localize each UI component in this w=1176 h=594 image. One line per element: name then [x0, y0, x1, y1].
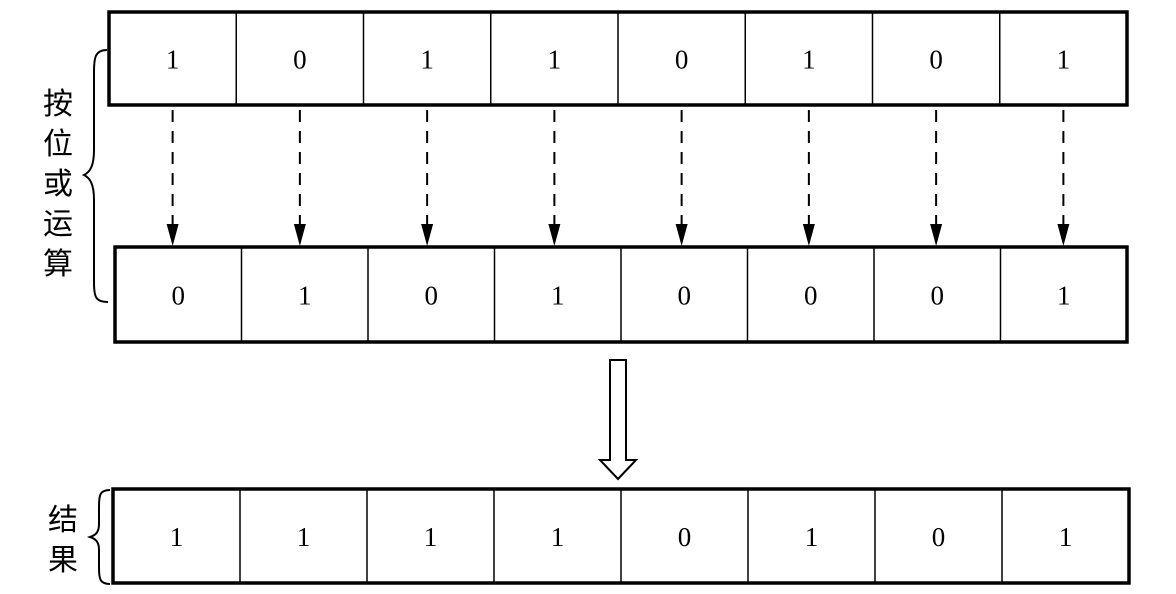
label-char: 按 [43, 87, 73, 122]
operation-brace-icon [81, 49, 109, 303]
bit-cell: 0 [293, 45, 307, 75]
bit-cell: 0 [678, 522, 692, 552]
bit-cell: 0 [678, 281, 692, 311]
bit-arrow-icon [802, 110, 815, 246]
bit-cell: 0 [929, 45, 943, 75]
bit-cell: 0 [675, 45, 689, 75]
result-down-arrow-icon [597, 359, 639, 481]
bit-cell: 1 [170, 522, 184, 552]
bit-cell: 0 [931, 281, 945, 311]
bit-arrow-icon [421, 110, 434, 246]
row-operand-a: 1 0 1 1 0 1 0 1 [107, 10, 1129, 107]
bit-arrow-icon [675, 110, 688, 246]
bit-cell: 1 [1059, 522, 1073, 552]
bit-rows: 1 0 1 1 0 1 0 1 0 1 0 1 0 0 0 1 1 1 1 1 0 1 0 1 [107, 10, 1131, 585]
bit-arrow-icon [548, 110, 561, 246]
label-char: 位 [43, 127, 73, 162]
label-char: 果 [48, 543, 78, 578]
bit-cell: 1 [1057, 45, 1071, 75]
label-char: 算 [43, 247, 73, 282]
result-label: 结果 [48, 503, 78, 578]
bit-cell: 1 [802, 45, 816, 75]
result-brace-icon [86, 489, 111, 585]
bit-cell: 0 [804, 281, 818, 311]
bit-cell: 1 [420, 45, 434, 75]
bit-cell: 1 [166, 45, 180, 75]
bit-cell: 1 [1057, 281, 1071, 311]
bit-cell: 0 [172, 281, 186, 311]
bit-cell: 0 [932, 522, 946, 552]
bit-cell: 0 [425, 281, 439, 311]
bit-arrow-icon [930, 110, 943, 246]
bit-cell: 1 [548, 45, 562, 75]
bit-cell: 1 [424, 522, 438, 552]
row-result: 1 1 1 1 0 1 0 1 [111, 487, 1131, 585]
bit-arrow-icon [166, 110, 179, 246]
row-operand-b: 0 1 0 1 0 0 0 1 [113, 245, 1129, 344]
bit-cell: 1 [551, 281, 565, 311]
bit-cell: 1 [551, 522, 565, 552]
label-char: 结 [48, 503, 78, 538]
bit-cell: 1 [297, 522, 311, 552]
label-char: 或 [43, 167, 73, 202]
bit-cell: 1 [805, 522, 819, 552]
bit-arrow-icon [1057, 110, 1070, 246]
bit-arrows [166, 110, 1070, 246]
label-char: 运 [43, 207, 73, 242]
bit-cell: 1 [298, 281, 312, 311]
bit-arrow-icon [293, 110, 306, 246]
